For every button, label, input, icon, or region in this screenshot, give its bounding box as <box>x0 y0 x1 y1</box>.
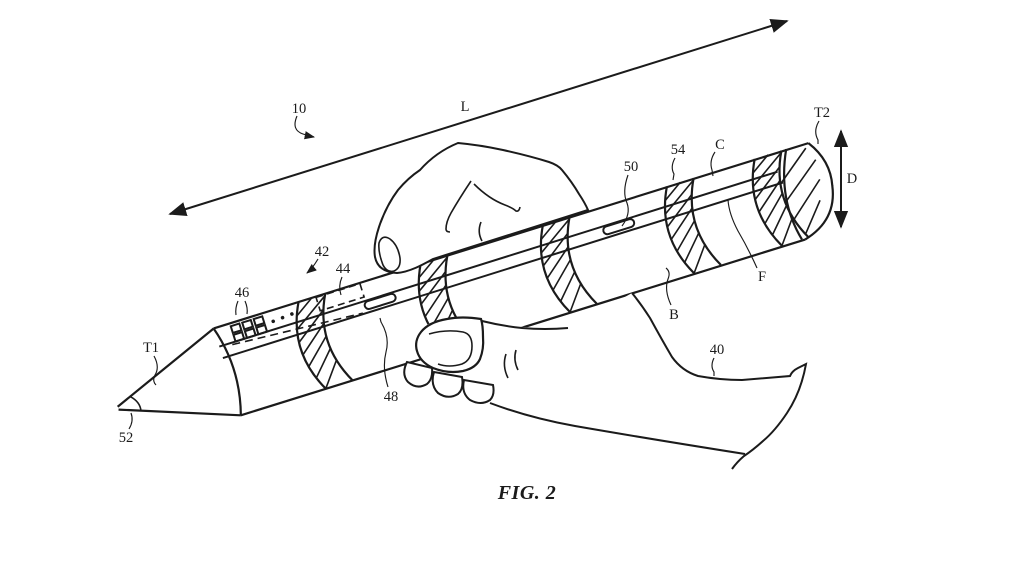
ref-label-54: 54 <box>671 142 686 158</box>
front-slot-48 <box>363 292 397 311</box>
region-box-44 <box>315 282 366 312</box>
curled-finger-2 <box>431 370 464 398</box>
ref-label-C: C <box>715 137 725 153</box>
hidden-edge-dashed-line <box>232 312 364 346</box>
hand-lower <box>403 292 808 470</box>
leader-50 <box>621 174 629 227</box>
leader-t2 <box>815 120 820 144</box>
ref-label-50: 50 <box>624 159 639 175</box>
leader-52 <box>128 412 133 430</box>
stylus-end-cap <box>780 142 834 241</box>
palm-crease-2 <box>514 349 519 371</box>
curled-finger-3 <box>462 378 495 404</box>
forearm-bottom-contour <box>489 402 746 455</box>
curled-fingers <box>403 360 495 404</box>
ref-label-40: 40 <box>710 342 725 358</box>
indicator-dots <box>271 312 294 324</box>
contact-pads-46 <box>229 315 269 343</box>
leader-48 <box>379 317 389 388</box>
leader-t1 <box>153 355 158 386</box>
thumb <box>415 316 485 374</box>
hand-wrist-outline <box>631 292 808 470</box>
ref-label-F: F <box>758 269 766 285</box>
finger-crease-3 <box>478 221 483 242</box>
leader-42 <box>306 258 319 274</box>
leader-46b <box>244 300 248 315</box>
leader-b <box>665 267 672 306</box>
leader-lines <box>128 115 820 430</box>
leader-10 <box>294 115 316 140</box>
ref-label-46: 46 <box>235 285 250 301</box>
ref-label-L: L <box>461 99 470 115</box>
ref-label-42: 42 <box>315 244 330 260</box>
figure-caption: FIG. 2 <box>497 482 557 504</box>
ref-label-52: 52 <box>119 430 134 446</box>
leader-f <box>727 199 758 269</box>
ref-label-B: B <box>669 307 679 323</box>
thumbnail <box>428 330 473 367</box>
tip-seam-arc <box>129 395 142 412</box>
length-dimension-arrow <box>168 18 789 217</box>
palm-top-contour <box>481 320 569 330</box>
leader-c <box>710 151 716 177</box>
ref-label-D: D <box>847 171 857 187</box>
rear-slot-50 <box>602 218 636 236</box>
ref-label-T1: T1 <box>143 340 159 356</box>
ref-label-44: 44 <box>336 261 351 277</box>
palm-fill <box>418 293 806 469</box>
leader-40 <box>711 357 715 376</box>
curled-finger-1 <box>403 360 434 388</box>
ref-label-10: 10 <box>292 101 307 117</box>
leader-46a <box>235 300 239 316</box>
leader-44 <box>339 276 343 296</box>
palm-crease-1 <box>503 353 509 379</box>
ref-label-48: 48 <box>384 389 399 405</box>
index-fingernail <box>378 236 401 273</box>
leader-54 <box>671 157 676 181</box>
ref-label-T2: T2 <box>814 105 830 121</box>
stylus-tip-cone <box>116 327 242 417</box>
